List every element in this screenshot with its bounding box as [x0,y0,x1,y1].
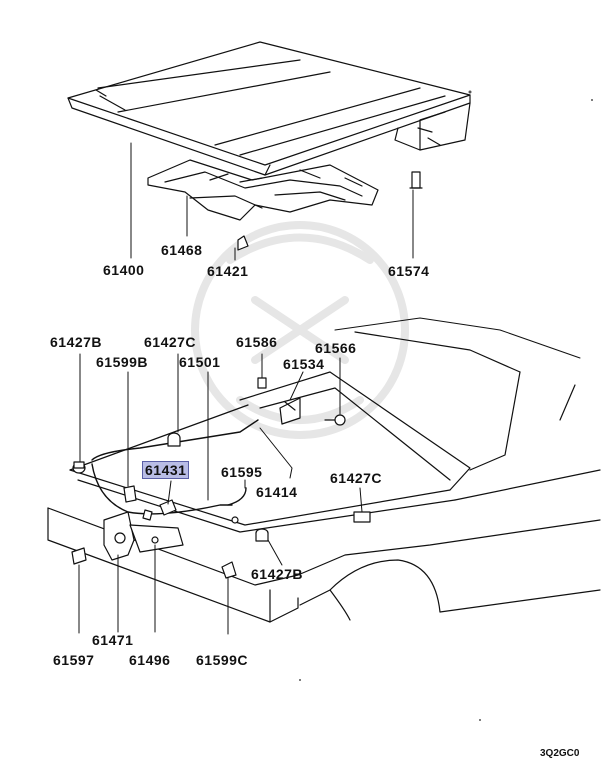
part-label-61468[interactable]: 61468 [161,242,203,258]
part-label-61427c-right[interactable]: 61427C [330,470,383,486]
part-label-61496[interactable]: 61496 [129,652,171,668]
part-label-61595[interactable]: 61595 [221,464,263,480]
part-label-61431-highlighted[interactable]: 61431 [141,461,190,479]
part-label-61599b[interactable]: 61599B [96,354,149,370]
part-label-61501[interactable]: 61501 [179,354,221,370]
part-label-61427c-top[interactable]: 61427C [144,334,197,350]
part-label-61534[interactable]: 61534 [283,356,325,372]
part-label-61566[interactable]: 61566 [315,340,357,356]
part-label-61427b-bottom[interactable]: 61427B [251,566,304,582]
hood-frame [147,159,379,221]
part-label-61400[interactable]: 61400 [103,262,145,278]
part-label-61597[interactable]: 61597 [53,652,95,668]
latch-assembly [103,499,184,561]
hardware [71,171,423,579]
part-label-61421[interactable]: 61421 [207,263,249,279]
part-label-61471[interactable]: 61471 [92,632,134,648]
part-label-61574[interactable]: 61574 [388,263,430,279]
watermark-emblem [191,221,409,439]
scan-dots [299,90,593,721]
hood-panel [67,41,471,176]
part-label-61427b-top[interactable]: 61427B [50,334,103,350]
part-label-61599c[interactable]: 61599C [196,652,249,668]
drawing-code: 3Q2GC0 [540,748,580,759]
part-label-61586[interactable]: 61586 [236,334,278,350]
part-label-61414[interactable]: 61414 [256,484,298,500]
leader-lines [78,142,414,635]
